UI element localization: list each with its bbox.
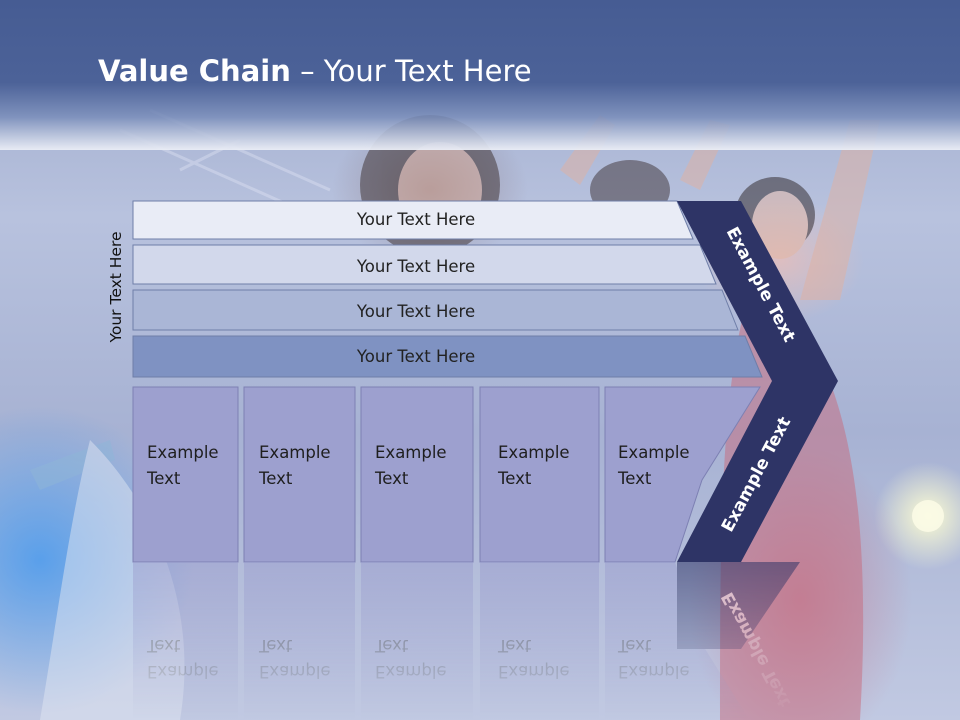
column-5 (604, 386, 761, 563)
column-3 (360, 386, 474, 563)
title-band (0, 0, 960, 150)
row-4-label: Your Text Here (356, 347, 475, 366)
row-2-label: Your Text Here (356, 257, 475, 276)
row-3-bar (132, 289, 739, 331)
row-2: Your Text Here (132, 244, 717, 285)
column-4 (479, 386, 600, 563)
row-4: Your Text Here (132, 335, 763, 378)
row-4-bar (132, 335, 763, 378)
slide-title: Value Chain – Your Text Here (98, 54, 532, 88)
chevron-shape (677, 201, 838, 562)
svg-text:ExampleText: ExampleText (617, 636, 690, 681)
row-1-label: Your Text Here (356, 210, 475, 229)
diagram-reflection: ExampleText ExampleText ExampleText Exam… (133, 562, 800, 720)
column-2 (243, 386, 356, 563)
row-3: Your Text Here (132, 289, 739, 331)
svg-text:ExampleText: ExampleText (146, 636, 219, 681)
row-2-bar (132, 244, 717, 285)
svg-text:ExampleText: ExampleText (497, 636, 570, 681)
column-1 (132, 386, 239, 563)
svg-text:ExampleText: ExampleText (374, 636, 447, 681)
row-3-label: Your Text Here (356, 302, 475, 321)
row-1: Your Text Here (132, 200, 694, 240)
row-1-bar (132, 200, 694, 240)
svg-text:ExampleText: ExampleText (258, 636, 331, 681)
